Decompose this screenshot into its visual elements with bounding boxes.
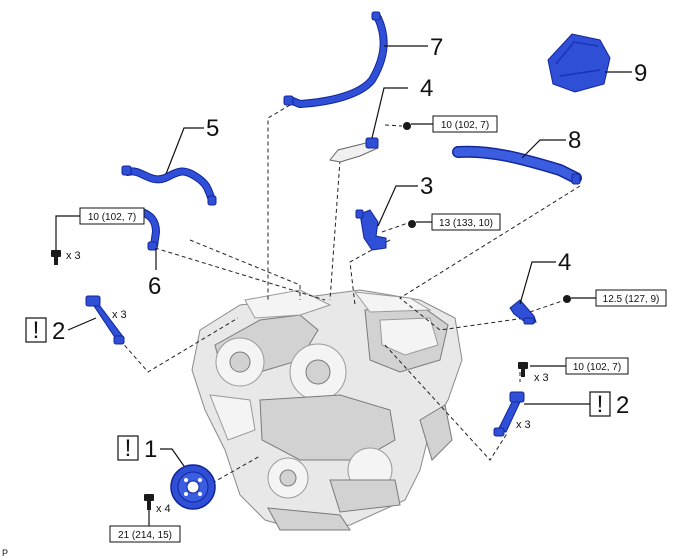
- torque-left-plug: 10 (102, 7): [88, 212, 136, 223]
- notice-icon-1: !: [125, 435, 132, 462]
- callout-4a: 4: [420, 75, 433, 102]
- leader-4a: [371, 87, 408, 139]
- bolt-part-3: [408, 220, 416, 228]
- bolt-right-plug: [518, 362, 528, 377]
- callout-9: 9: [634, 60, 647, 87]
- qty-right-coil: x 3: [516, 419, 531, 431]
- bolt-bracket-top: [403, 122, 411, 130]
- part-2-ignition-coil-right: [493, 391, 525, 437]
- notice-icon-2a: !: [33, 317, 40, 344]
- torque-box-bracket-right: 12.5 (127, 9): [595, 289, 667, 307]
- part-4-bracket-right: [509, 299, 537, 325]
- torque-part-3: 13 (133, 10): [439, 218, 493, 229]
- callout-7: 7: [430, 34, 443, 61]
- callout-2b: 2: [616, 392, 629, 419]
- part-7-water-hose: [283, 11, 388, 108]
- bolt-pulley: [144, 494, 154, 510]
- part-8-water-pipe: [452, 145, 582, 185]
- part-5-hose: [121, 165, 217, 206]
- leader-8: [521, 139, 566, 159]
- callout-3: 3: [420, 173, 433, 200]
- leader-2a: [67, 317, 97, 331]
- qty-pulley-bolt: x 4: [156, 503, 171, 515]
- callout-6: 6: [148, 273, 161, 300]
- leader-5: [165, 127, 204, 175]
- notice-box-2a: !: [25, 317, 47, 344]
- torque-right-plug: 10 (102, 7): [573, 362, 621, 373]
- part-1-crankshaft-pulley: [170, 464, 216, 510]
- torque-box-bracket-top: 10 (102, 7): [432, 115, 498, 133]
- bolt-bracket-right: [563, 295, 571, 303]
- torque-pulley: 21 (214, 15): [118, 530, 172, 541]
- leader-3: [377, 185, 418, 227]
- part-2-ignition-coil-left: [85, 295, 125, 345]
- torque-bracket-right: 12.5 (127, 9): [603, 294, 660, 305]
- torque-box-right-plug: 10 (102, 7): [565, 357, 629, 375]
- notice-icon-2b: !: [597, 391, 604, 418]
- part-3-bracket: [355, 209, 387, 251]
- torque-box-part-3: 13 (133, 10): [431, 213, 501, 231]
- callout-1: 1: [144, 436, 157, 463]
- torque-box-pulley: 21 (214, 15): [109, 525, 181, 543]
- part-4-bracket-upper: [329, 137, 379, 163]
- callout-2a: 2: [52, 318, 65, 345]
- callout-8: 8: [568, 127, 581, 154]
- notice-box-2b: !: [589, 391, 611, 418]
- bolt-left-plug: [51, 250, 61, 265]
- torque-box-left-plug: 10 (102, 7): [79, 207, 145, 225]
- notice-box-1: !: [117, 435, 139, 462]
- qty-left-coil: x 3: [112, 309, 127, 321]
- leader-torque-left: [55, 215, 80, 250]
- qty-right-bolt: x 3: [534, 372, 549, 384]
- engine-assembly: [191, 289, 463, 531]
- torque-bracket-top: 10 (102, 7): [441, 120, 489, 131]
- leader-4b: [519, 261, 556, 305]
- leader-1: [160, 448, 185, 467]
- qty-left-bolt: x 3: [66, 250, 81, 262]
- part-9-cover: [547, 33, 611, 93]
- callout-5: 5: [206, 115, 219, 142]
- corner-label: P: [2, 548, 8, 558]
- assembly-lines: [119, 104, 581, 491]
- callout-4b: 4: [558, 249, 571, 276]
